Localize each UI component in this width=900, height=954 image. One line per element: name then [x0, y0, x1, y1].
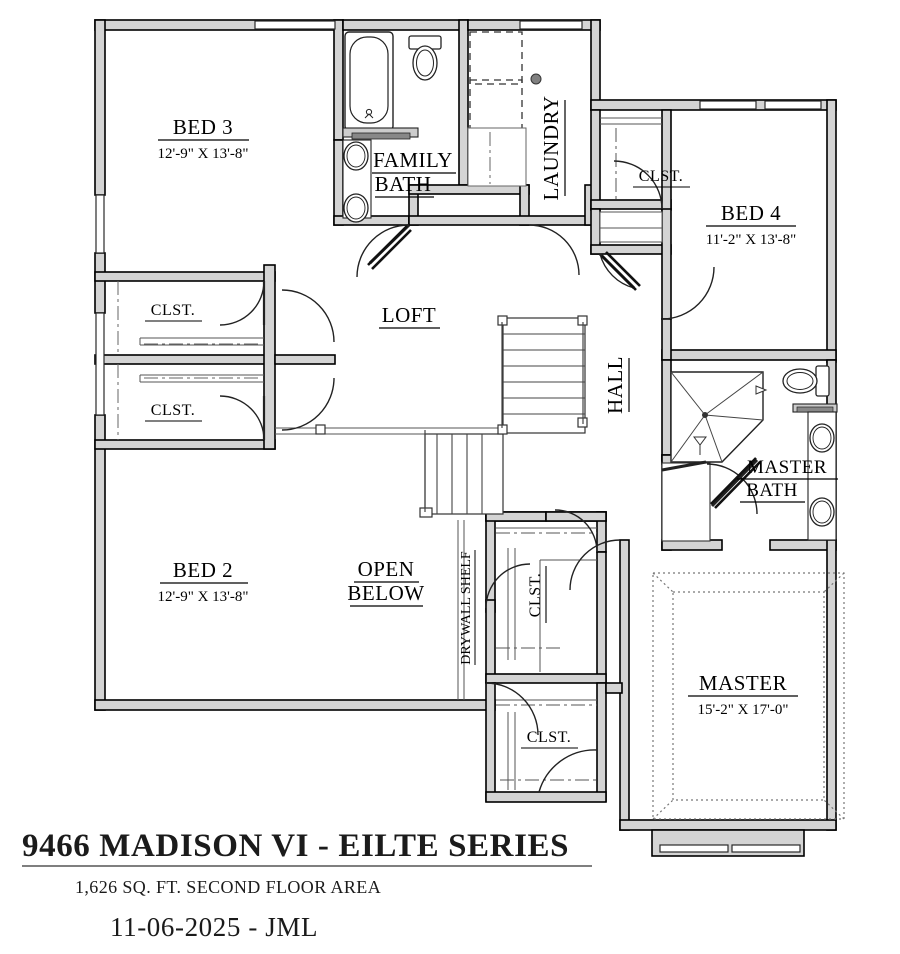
- room-dimensions: 15'-2" X 17'-0": [698, 702, 789, 718]
- room-label-family-bath: FAMILY BATH: [372, 148, 456, 198]
- plan-title: 9466 MADISON VI - EILTE SERIES: [22, 828, 569, 864]
- toilet-icon: [782, 365, 830, 397]
- room-name: BED 3: [173, 115, 233, 139]
- annotation-text: DRYWALL SHELF: [459, 551, 474, 665]
- detail-lines-layer: [117, 117, 663, 790]
- title-block: 9466 MADISON VI - EILTE SERIES 1,626 SQ.…: [22, 828, 592, 942]
- toilet-icon: [408, 35, 442, 81]
- plan-date-line: 11-06-2025 - JML: [110, 912, 318, 942]
- plan-subtitle: 1,626 SQ. FT. SECOND FLOOR AREA: [75, 877, 381, 897]
- room-name: FAMILY: [373, 148, 453, 172]
- closet-label: CLST.: [527, 573, 544, 617]
- room-name: BED 2: [173, 558, 233, 582]
- closet-label-mid: CLST.: [527, 566, 547, 623]
- room-name-2: BATH: [375, 172, 432, 196]
- door-blades: [367, 225, 761, 509]
- closet-label: CLST.: [527, 729, 571, 746]
- closet-label-lower-left: CLST.: [145, 402, 202, 422]
- room-label-open-below: OPEN BELOW: [347, 557, 424, 607]
- room-name: LOFT: [382, 303, 437, 327]
- room-dimensions: 12'-9" X 13'-8": [158, 146, 249, 162]
- room-name: BED 4: [721, 201, 781, 225]
- closet-label: CLST.: [151, 402, 195, 419]
- room-label-laundry: LAUNDRY: [539, 95, 566, 201]
- closet-label: CLST.: [151, 302, 195, 319]
- closet-label-upper-left: CLST.: [145, 302, 202, 322]
- room-name: HALL: [603, 356, 627, 414]
- room-name: LAUNDRY: [539, 95, 563, 200]
- room-label-loft: LOFT: [379, 303, 440, 329]
- floor-drain-icon: [530, 73, 542, 85]
- sink-icon: [343, 141, 369, 223]
- closet-label-bottom: CLST.: [521, 729, 578, 749]
- room-name-2: BELOW: [347, 581, 424, 605]
- windows-layer: [95, 20, 822, 853]
- bathtub-icon: [344, 31, 394, 131]
- room-label-hall: HALL: [603, 356, 630, 414]
- annotation-drywall-shelf: DRYWALL SHELF: [459, 550, 476, 665]
- room-label-bed2: BED 2 12'-9" X 13'-8": [158, 558, 249, 605]
- room-name: MASTER: [747, 457, 827, 478]
- closet-label-bed4: CLST.: [633, 168, 690, 188]
- closet-label: CLST.: [639, 168, 683, 185]
- room-label-master: MASTER 15'-2" X 17'-0": [688, 671, 798, 718]
- tray-ceiling: [652, 572, 845, 820]
- room-label-master-bath: MASTER BATH: [737, 457, 838, 503]
- room-name-2: BATH: [746, 480, 798, 501]
- room-label-bed4: BED 4 11'-2" X 13'-8": [706, 201, 796, 248]
- room-name: MASTER: [699, 671, 787, 695]
- laundry-fixtures: [467, 31, 542, 187]
- room-label-bed3: BED 3 12'-9" X 13'-8": [158, 115, 249, 162]
- walls-layer: [94, 19, 837, 857]
- master-bath-fixtures: [661, 365, 838, 542]
- family-bath-fixtures: [342, 31, 442, 223]
- corner-shower-icon: [670, 371, 768, 463]
- sink-icon: [809, 423, 835, 527]
- room-dimensions: 11'-2" X 13'-8": [706, 232, 796, 248]
- room-dimensions: 12'-9" X 13'-8": [158, 589, 249, 605]
- staircase: [315, 315, 588, 518]
- room-name: OPEN: [358, 557, 415, 581]
